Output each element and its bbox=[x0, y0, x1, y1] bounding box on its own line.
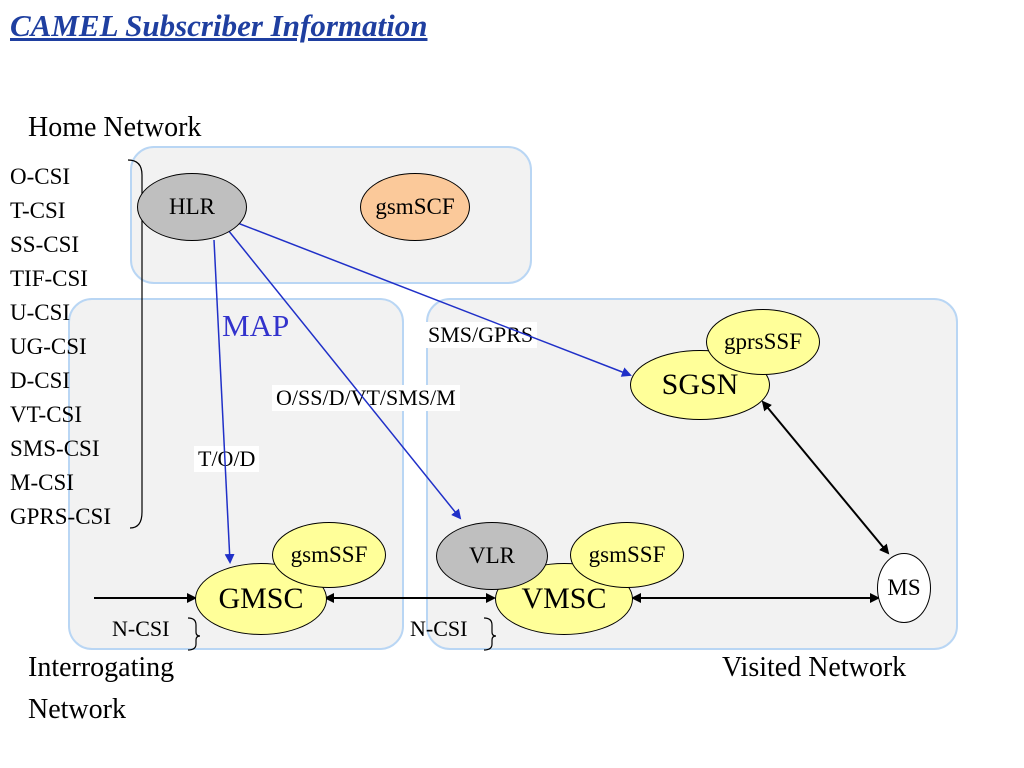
map-label: MAP bbox=[222, 308, 290, 343]
csi-item: VT-CSI bbox=[10, 402, 82, 427]
n-csi-vmsc-brace bbox=[483, 617, 497, 651]
csi-item: D-CSI bbox=[10, 368, 71, 393]
interrogating-network-label-line1: Interrogating bbox=[28, 652, 175, 683]
csi-item: GPRS-CSI bbox=[10, 504, 111, 529]
csi-bracket bbox=[127, 159, 143, 529]
o-ss-d-vt-sms-m-label: O/SS/D/VT/SMS/M bbox=[272, 385, 460, 411]
n-csi-gmsc-brace bbox=[187, 617, 201, 651]
csi-item: SMS-CSI bbox=[10, 436, 100, 461]
gmsc-gsmssf-node[interactable]: gsmSSF bbox=[272, 522, 386, 588]
t-o-d-label: T/O/D bbox=[194, 446, 260, 472]
gprsssf-node[interactable]: gprsSSF bbox=[706, 309, 820, 375]
hlr-to-gmsc-arrow bbox=[213, 239, 235, 564]
csi-item: SS-CSI bbox=[10, 232, 80, 257]
csi-list: O-CSI T-CSI SS-CSI TIF-CSI U-CSI UG-CSI … bbox=[10, 160, 111, 534]
home-network-label: Home Network bbox=[28, 112, 202, 143]
ms-node[interactable]: MS bbox=[877, 553, 931, 623]
hlr-node[interactable]: HLR bbox=[137, 173, 247, 241]
vlr-node[interactable]: VLR bbox=[436, 522, 548, 590]
csi-item: O-CSI bbox=[10, 164, 71, 189]
sms-gprs-label: SMS/GPRS bbox=[424, 322, 538, 348]
visited-network-label: Visited Network bbox=[722, 652, 907, 683]
n-csi-vmsc-label: N-CSI bbox=[410, 616, 468, 641]
csi-item: T-CSI bbox=[10, 198, 66, 223]
vmsc-gsmssf-node[interactable]: gsmSSF bbox=[570, 522, 684, 588]
csi-item: M-CSI bbox=[10, 470, 74, 495]
gsmscf-node[interactable]: gsmSCF bbox=[360, 173, 470, 241]
n-csi-gmsc-label: N-CSI bbox=[112, 616, 170, 641]
hlr-to-vlr-arrow bbox=[227, 229, 462, 520]
csi-item: UG-CSI bbox=[10, 334, 87, 359]
hlr-to-sgsn-arrow bbox=[234, 221, 632, 377]
csi-item: TIF-CSI bbox=[10, 266, 88, 291]
csi-item: U-CSI bbox=[10, 300, 71, 325]
page-title: CAMEL Subscriber Information bbox=[10, 8, 428, 43]
interrogating-network-label-line2: Network bbox=[28, 694, 126, 725]
sgsn-ms-link bbox=[761, 400, 890, 555]
